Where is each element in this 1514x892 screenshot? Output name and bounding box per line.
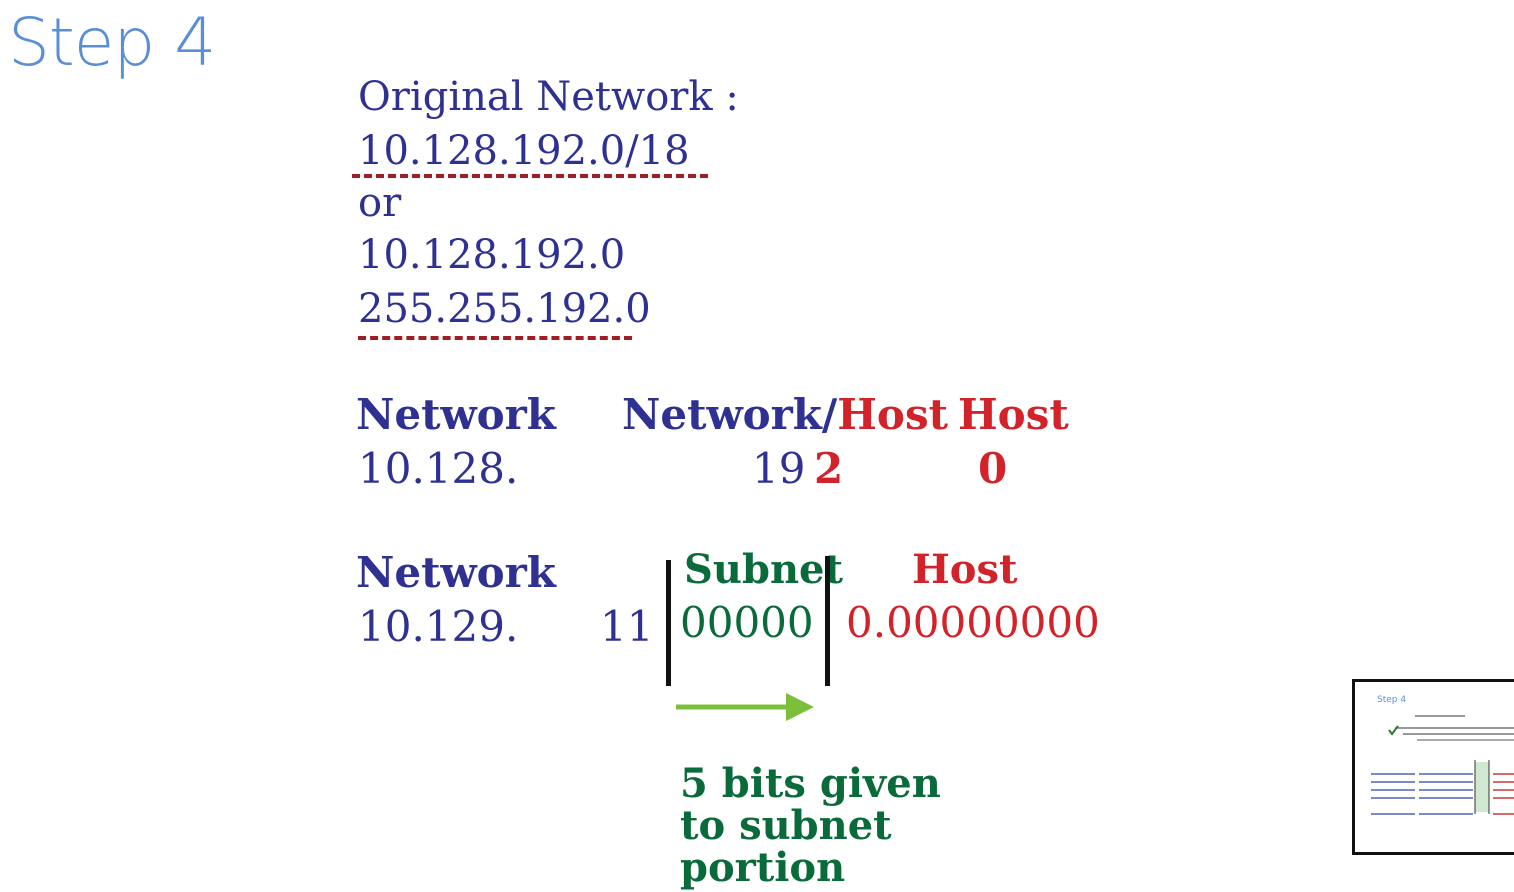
or-text: or (358, 180, 402, 226)
block1-mid-value-blue: 19 (752, 444, 806, 493)
subnet-right-boundary-line (825, 556, 830, 686)
step-label: Step 4 (8, 4, 216, 81)
annotation-line1: 5 bits given (680, 760, 941, 807)
block1-nethost-host-part: Host (837, 390, 948, 439)
block1-network-value: 10.128. (358, 444, 519, 493)
block1-mid-value-red: 2 (814, 444, 844, 493)
block1-nethost-network-part: Network/ (622, 390, 838, 439)
block2-subnet-bits: 00000 (680, 598, 814, 647)
block1-host-value: 0 (978, 444, 1008, 493)
block2-host-bits: 0.00000000 (846, 598, 1100, 647)
slide-thumbnail[interactable]: Step 4 (1352, 679, 1514, 855)
block2-prefix-bits: 11 (600, 602, 654, 651)
block2-network-value: 10.129. (358, 602, 519, 651)
subnet-left-boundary-line (666, 560, 671, 686)
original-network-cidr: 10.128.192.0/18 (358, 128, 690, 174)
right-arrow-icon (676, 693, 814, 721)
thumbnail-title: Step 4 (1377, 695, 1407, 705)
annotation-line2: to subnet (680, 802, 892, 849)
block2-network-label: Network (356, 548, 556, 597)
original-network-ip: 10.128.192.0 (358, 232, 626, 278)
block2-host-label: Host (912, 546, 1018, 593)
block1-host-label: Host (958, 390, 1069, 439)
thumbnail-preview-graphic (1371, 715, 1514, 815)
block1-network-host-label: Network/Host (622, 390, 948, 439)
block1-network-label: Network (356, 390, 556, 439)
mask-underline (358, 336, 632, 340)
original-network-mask: 255.255.192.0 (358, 286, 651, 332)
cidr-underline (352, 174, 708, 178)
annotation-line3: portion (680, 844, 846, 891)
block2-subnet-label: Subnet (684, 546, 843, 593)
original-network-heading: Original Network : (358, 74, 739, 120)
